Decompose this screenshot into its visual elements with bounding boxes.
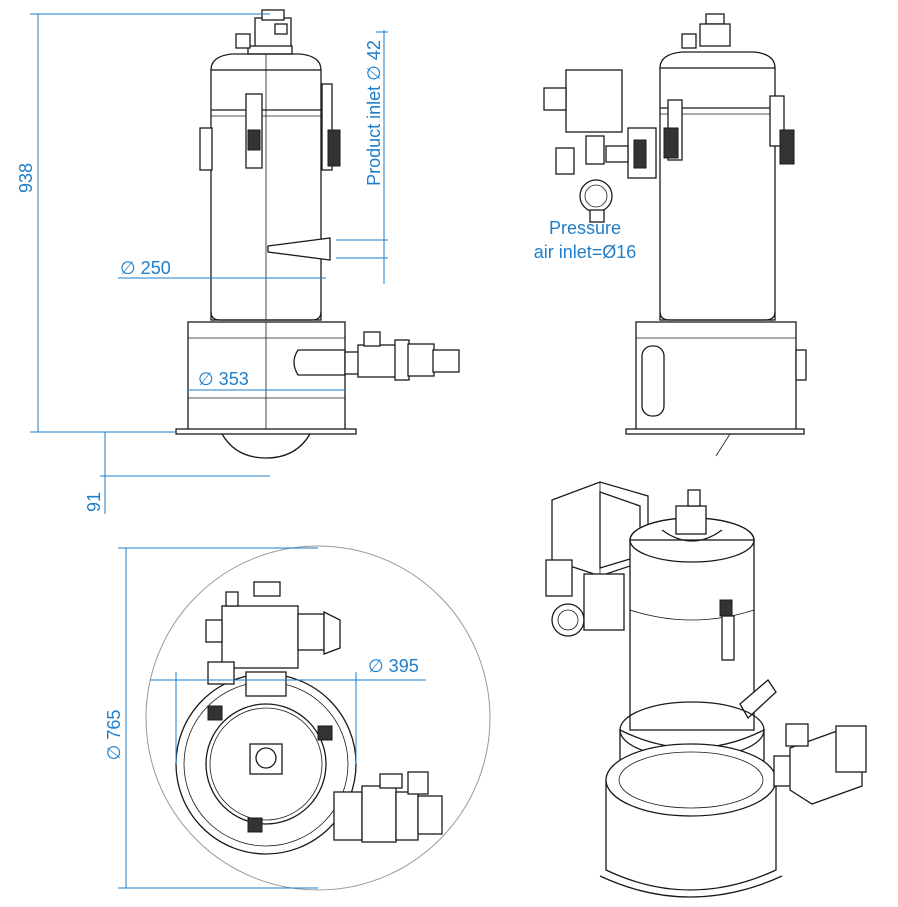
dimension-250: ∅ 250 — [120, 258, 171, 278]
dimension-353: ∅ 353 — [198, 369, 249, 389]
top-view-dimensions — [118, 547, 426, 889]
dimension-765: ∅ 765 — [104, 710, 124, 761]
label-pressure-line1: Pressure — [549, 218, 621, 238]
label-pressure-line2: air inlet=Ø16 — [534, 242, 637, 262]
dimension-395: ∅ 395 — [368, 656, 419, 676]
dimension-938: 938 — [16, 163, 36, 193]
isometric-view — [545, 481, 867, 898]
side-view — [543, 13, 807, 457]
dimension-91: 91 — [84, 492, 104, 512]
label-product-inlet: Product inlet ∅ 42 — [364, 40, 384, 186]
front-view-dimensions — [30, 13, 388, 514]
top-view — [145, 545, 491, 891]
front-view — [175, 9, 460, 459]
